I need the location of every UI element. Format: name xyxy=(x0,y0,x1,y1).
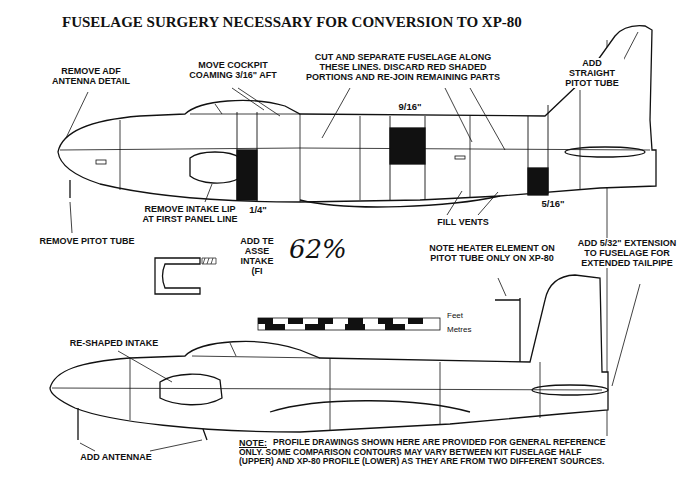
callout-note: ADD 5/32" EXTENSION TO FUSELAGE FOR EXTE… xyxy=(570,238,684,268)
scale-unit: Metres xyxy=(446,326,488,335)
dimension: 9/16" xyxy=(392,102,428,113)
callout-note: ADD TE ASSE INTAKE (FI xyxy=(234,236,280,276)
callout-note: MOVE COCKPIT COAMING 3/16" AFT xyxy=(176,60,290,80)
callout-note: RE-SHAPED INTAKE xyxy=(58,338,170,348)
page-title: FUSELAGE SURGERY NECESSARY FOR CONVERSIO… xyxy=(62,14,522,31)
callout-note: FILL VENTS xyxy=(422,217,504,227)
general-note: PROFILE DRAWINGS SHOWN HERE ARE PROVIDED… xyxy=(238,438,612,467)
callout-note: CUT AND SEPARATE FUSELAGE ALONG THESE LI… xyxy=(302,52,504,82)
scale-unit: Feet xyxy=(446,312,488,321)
callout-note: REMOVE ADF ANTENNA DETAIL xyxy=(42,66,140,86)
note-heading: NOTE: xyxy=(238,438,268,448)
dimension: 5/16" xyxy=(536,199,570,210)
handwritten-note: 62% xyxy=(288,236,350,262)
callout-note: NOTE HEATER ELEMENT ON PITOT TUBE ONLY O… xyxy=(420,243,564,263)
callout-note: REMOVE PITOT TUBE xyxy=(36,236,138,246)
callout-note: ADD STRAIGHT PITOT TUBE xyxy=(560,58,624,88)
callout-note: ADD ANTENNAE xyxy=(70,452,162,462)
callout-note: REMOVE INTAKE LIP AT FIRST PANEL LINE xyxy=(140,204,240,224)
dimension: 1/4" xyxy=(244,205,272,216)
